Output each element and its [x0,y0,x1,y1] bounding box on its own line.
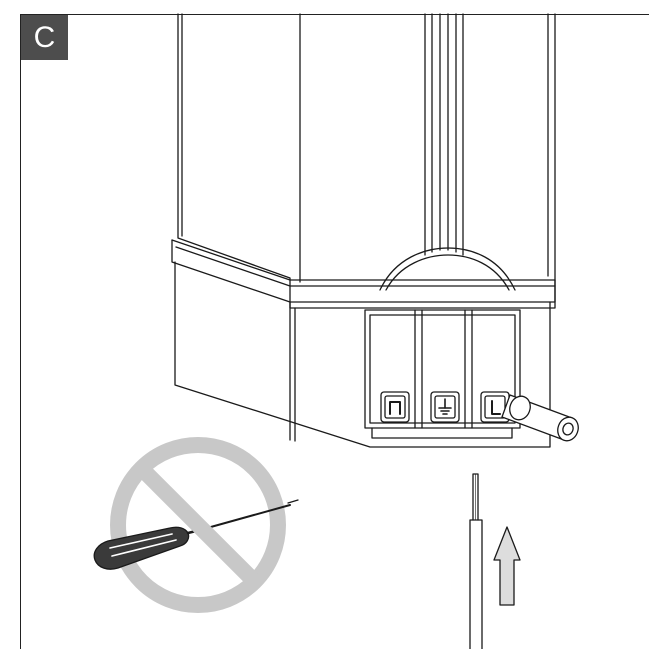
terminal-ground [430,391,460,423]
unit-body [177,13,556,309]
frame-top-border [20,14,649,15]
no-screwdriver-icon [93,437,299,613]
inserted-wire [501,394,579,442]
insert-arrow-icon [493,526,521,606]
screwdriver-icon [93,499,299,570]
stripped-wire [469,473,483,649]
frame-left-border [20,14,21,649]
step-label: C [21,15,68,60]
trim-band [171,239,556,303]
live-icon [491,400,501,415]
neutral-icon [389,401,401,415]
terminal-block [364,309,521,439]
terminal-neutral [380,391,410,423]
ground-icon [438,398,452,415]
lower-housing [174,261,551,448]
